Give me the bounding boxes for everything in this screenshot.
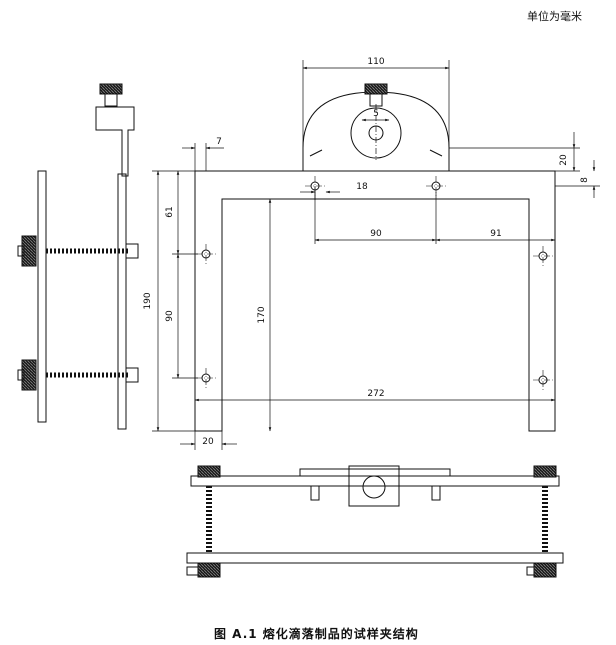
front-hanger-ticks [309, 149, 443, 157]
side-upper-nut [125, 243, 139, 259]
top-view-front-plate [186, 552, 564, 564]
dim-18: 18 [356, 182, 368, 192]
side-upper-knob [21, 235, 37, 267]
side-lower-knob [21, 359, 37, 391]
top-view-knob-right-bottom [533, 562, 557, 578]
dim-5: 5 [373, 109, 379, 119]
top-view-peg-right [431, 485, 441, 501]
side-lower-nut [125, 367, 139, 383]
dim-110: 110 [367, 57, 384, 67]
top-view-back-plate [190, 475, 560, 487]
side-long-plate [37, 170, 47, 423]
top-view-knob-right-top [533, 465, 557, 478]
side-top-knob-neck [104, 93, 118, 107]
dimension-labels: 110 5 7 20 8 18 90 91 190 61 90 170 272 … [143, 57, 590, 447]
dim-8: 8 [580, 177, 590, 183]
top-view-hanger-hole [362, 475, 386, 499]
dim-190: 190 [143, 292, 153, 309]
dim-91: 91 [490, 229, 501, 239]
front-view [194, 83, 556, 432]
hole-center-lines [196, 176, 553, 390]
dim-272: 272 [367, 389, 384, 399]
dim-20-bottom: 20 [202, 437, 214, 447]
top-view-hanger-bar [299, 468, 451, 477]
side-hook-block [95, 106, 135, 177]
dim-90-horizontal: 90 [370, 229, 382, 239]
side-short-plate [117, 173, 127, 430]
dim-61: 61 [165, 206, 175, 217]
top-view-hanger-block [348, 465, 400, 507]
top-view-knob-left-top [197, 465, 221, 478]
side-top-knob [99, 83, 123, 95]
top-view-left-screw-end [186, 566, 199, 576]
side-upper-screw-end [17, 245, 25, 257]
top-view-right-screw-end [526, 566, 535, 576]
top-view-peg-left [310, 485, 320, 501]
dimension-lines [152, 60, 600, 450]
dim-170: 170 [257, 306, 267, 323]
front-top-knob [364, 83, 388, 95]
dim-7: 7 [216, 137, 222, 147]
dim-90-vertical: 90 [165, 310, 175, 322]
dim-20-top: 20 [559, 154, 569, 166]
top-view-knob-left-bottom [197, 562, 221, 578]
figure-caption: 图 A.1 熔化滴落制品的试样夹结构 [214, 627, 419, 641]
top-view [186, 465, 564, 578]
unit-note: 单位为毫米 [527, 10, 582, 23]
front-u-frame [194, 170, 556, 432]
side-lower-screw-end [17, 369, 25, 381]
side-view [17, 83, 139, 430]
